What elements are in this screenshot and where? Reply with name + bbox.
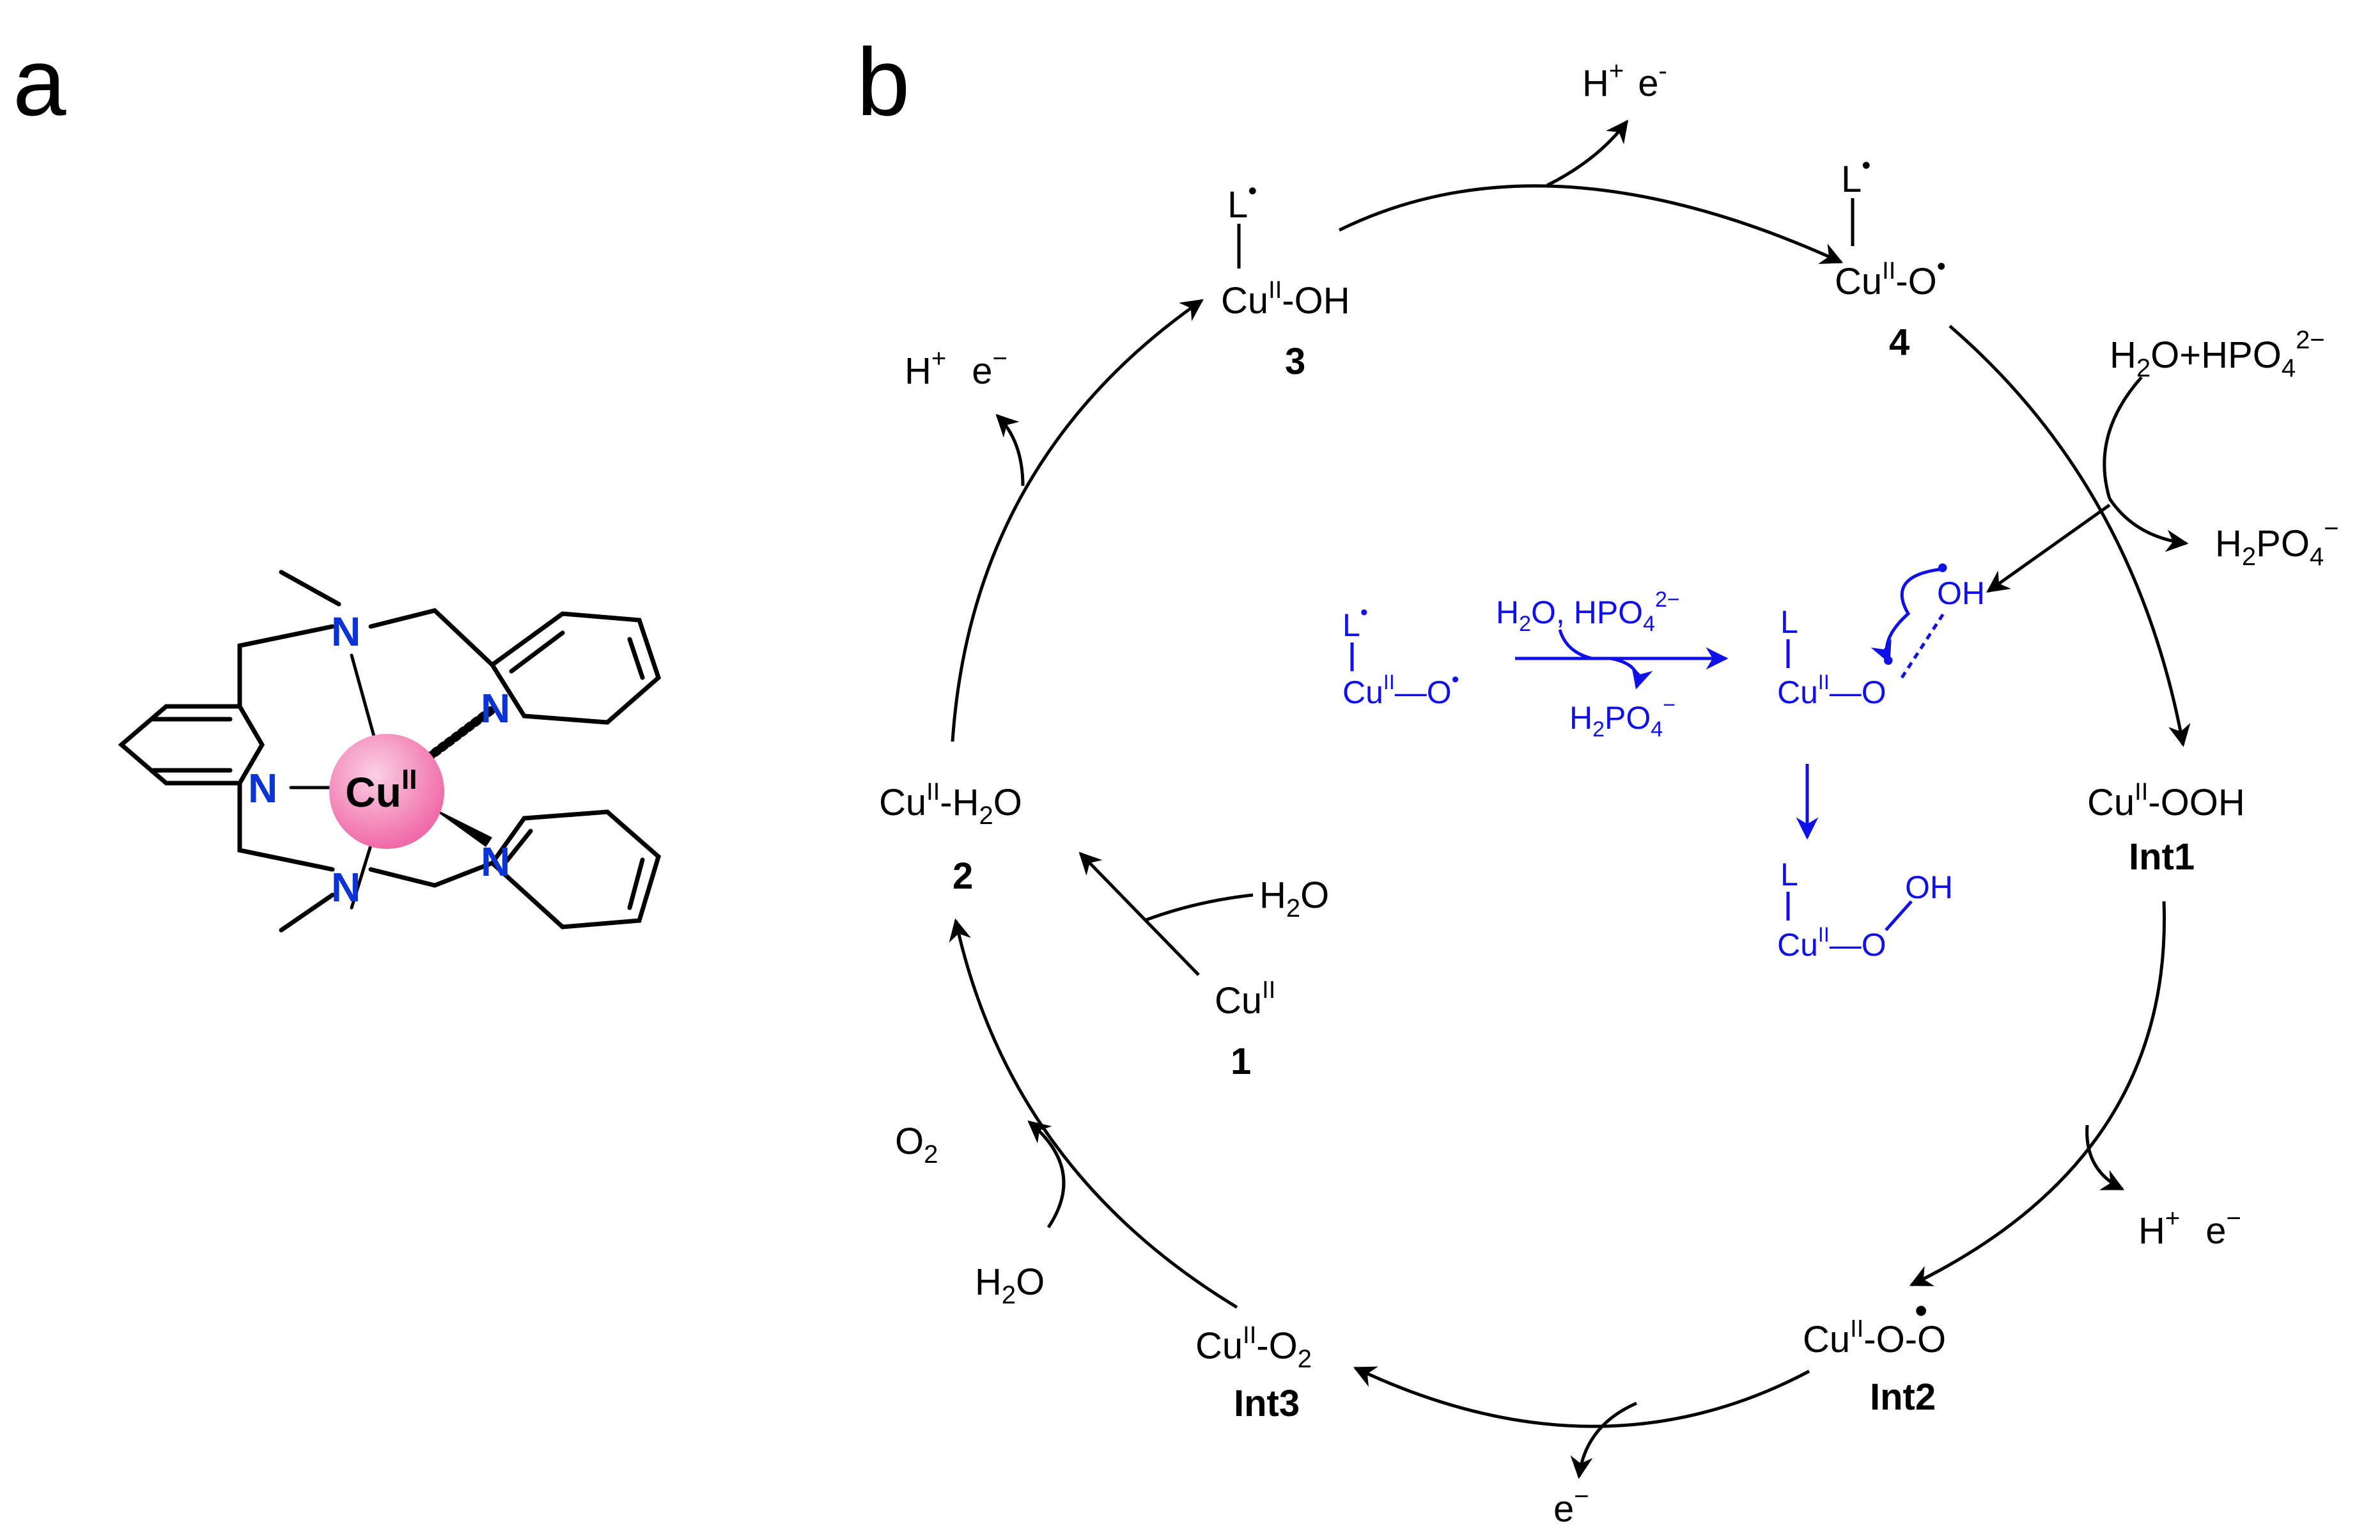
n-atom-upper-pyridine: N xyxy=(481,685,510,731)
cu-n-wedge-bond xyxy=(428,805,492,847)
right-release-label: H+e− xyxy=(2138,1204,2241,1252)
inset-reagent-arrow-out xyxy=(1610,657,1653,690)
species-3-ligand: L• xyxy=(1227,177,1257,226)
arrow-phosphate-in xyxy=(2103,376,2143,499)
species-2-formula: CuII-H2O xyxy=(879,779,1022,830)
inset-bottom-oo-bond xyxy=(1885,900,1913,931)
panel-label-a: a xyxy=(13,28,66,136)
n-atom-central: N xyxy=(248,765,277,811)
int1-label: Int1 xyxy=(2129,836,2195,878)
lower-arm-2 xyxy=(368,860,495,888)
upper-methyl xyxy=(279,570,341,607)
copper-sphere xyxy=(329,734,444,849)
n-atom-lower-pyridine: N xyxy=(481,839,510,885)
arrow-left-release xyxy=(995,414,1025,486)
species-1-formula: CuII xyxy=(1215,977,1275,1022)
inset-reagent-bottom: H2PO4− xyxy=(1569,693,1676,742)
central-pyridine-ring xyxy=(118,704,265,786)
water-in-label: H2O xyxy=(1259,875,1329,922)
phosphate-in-label: H2O+HPO42− xyxy=(2110,326,2325,382)
left-release-label: H+e− xyxy=(905,345,1007,392)
inset-bottom-ligand: L xyxy=(1780,857,1798,892)
int3-label: Int3 xyxy=(1234,1383,1300,1424)
n-atom-upper-amine: N xyxy=(331,609,361,655)
int2-radical-dot: • xyxy=(1915,1290,1927,1332)
arrow-top-release xyxy=(1546,120,1629,187)
arrow-int2-to-int3 xyxy=(1353,1366,1810,1428)
mechanism-inset: L• CuII—O• H2O, HPO42− H2PO4− L CuII—O O… xyxy=(1342,550,1985,963)
arrow-int1-to-int2 xyxy=(1909,901,2166,1287)
int3-formula: CuII-O2 xyxy=(1195,1322,1312,1373)
inset-reagent-top: H2O, HPO42− xyxy=(1496,587,1680,636)
arrow-3-to-4 xyxy=(1338,184,1844,264)
n-atom-lower-amine: N xyxy=(331,864,361,910)
ring-double-bond xyxy=(509,630,565,674)
ligand-structure: CuII N N N N N xyxy=(118,570,662,933)
cu-n-hashed-bond xyxy=(424,705,497,762)
inset-reagent-arrow-in xyxy=(1558,629,1592,660)
int2-formula: CuII-O-O xyxy=(1803,1316,1946,1360)
species-2-label: 2 xyxy=(953,855,973,897)
arrow-water-entry xyxy=(1144,893,1254,922)
water-in-left-label: H2O xyxy=(975,1261,1045,1309)
lower-arm xyxy=(237,781,335,872)
upper-pyridine-ring xyxy=(489,611,662,725)
bottom-release-label: e− xyxy=(1553,1482,1589,1530)
panel-label-b: b xyxy=(857,28,910,136)
species-4-formula: CuII-O• xyxy=(1835,253,1946,302)
arrow-2-to-3 xyxy=(951,299,1204,742)
lower-methyl xyxy=(279,892,335,933)
species-3-formula: CuII-OH xyxy=(1221,277,1350,322)
species-3-label: 3 xyxy=(1285,341,1305,382)
inset-right-ligand: L xyxy=(1780,604,1798,640)
int2-label: Int2 xyxy=(1870,1376,1936,1418)
arrow-to-inset xyxy=(1986,503,2111,593)
inset-right-formula: CuII—O xyxy=(1777,671,1886,710)
arrow-int3-to-2 xyxy=(949,918,1238,1309)
species-1-label: 1 xyxy=(1231,1041,1251,1082)
inset-left-ligand: L• xyxy=(1342,600,1368,643)
arrow-right-release xyxy=(2085,1124,2125,1191)
o2-release-label: O2 xyxy=(895,1121,938,1169)
inset-right-dashed-bond xyxy=(1900,612,1945,679)
inset-bottom-formula: CuII—O xyxy=(1777,923,1886,963)
ring-double-bond xyxy=(627,857,645,910)
lower-pyridine-ring xyxy=(489,809,661,929)
arrow-1-to-2 xyxy=(1078,852,1200,976)
species-4-label: 4 xyxy=(1889,322,1909,363)
species-4-ligand: L• xyxy=(1841,152,1871,200)
top-release-label: H+e- xyxy=(1582,57,1667,104)
phosphate-out-label: H2PO4− xyxy=(2215,515,2339,571)
ring-double-bond xyxy=(627,637,645,680)
upper-arm-2 xyxy=(368,608,495,667)
int1-formula: CuII-OOH xyxy=(2087,779,2245,823)
arrow-bottom-release xyxy=(1570,1401,1638,1479)
ring-double-bond xyxy=(502,828,533,866)
inset-left-formula: CuII—O• xyxy=(1342,667,1459,710)
arrow-phosphate-out xyxy=(2108,497,2189,552)
upper-arm xyxy=(237,624,335,709)
inset-bottom-oh: OH xyxy=(1905,869,1953,905)
catalytic-cycle: CuII 1 CuII-H2O 2 L• CuII-OH 3 L• CuII-O… xyxy=(879,57,2339,1530)
arrow-o2-release xyxy=(1027,1120,1066,1229)
inset-right-curly-arrow xyxy=(1871,567,1944,664)
cu-n-bond xyxy=(350,653,379,750)
copper-label: CuII xyxy=(345,764,417,816)
inset-right-oh: OH xyxy=(1937,575,1985,611)
